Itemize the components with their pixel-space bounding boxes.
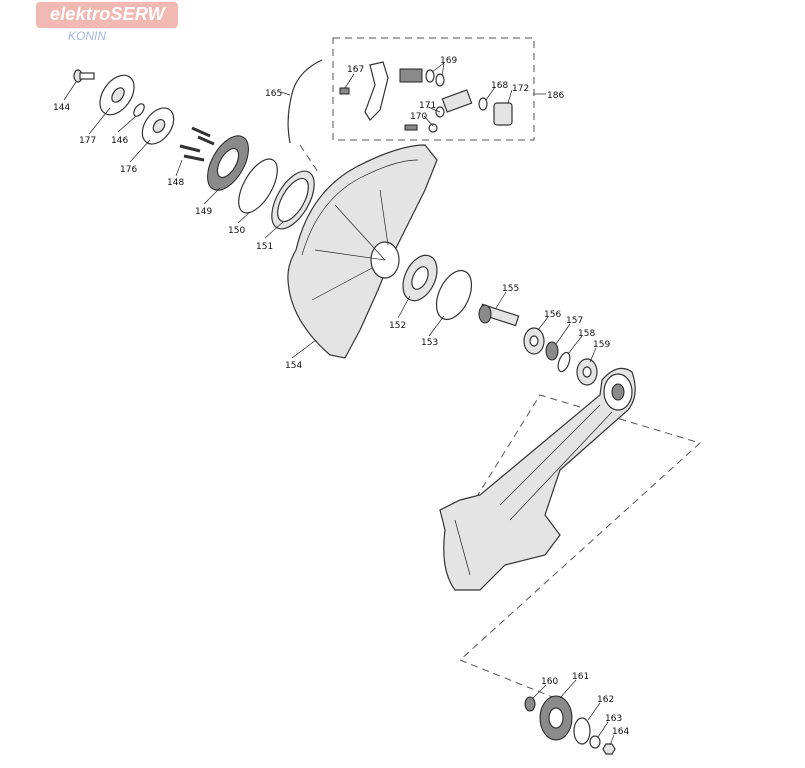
part-168-washer (478, 97, 488, 111)
label-158: 158 (578, 329, 595, 339)
label-176: 176 (120, 165, 137, 175)
label-169: 169 (440, 56, 457, 66)
label-151: 151 (256, 242, 273, 252)
part-177-flange (99, 74, 135, 116)
guide-line-wheel (459, 659, 561, 701)
part-169-spring (399, 68, 445, 87)
part-155-shaft (478, 303, 520, 327)
label-156: 156 (544, 310, 561, 320)
part-labels: 144 177 146 176 148 149 150 151 165 167 … (53, 56, 629, 737)
label-150: 150 (228, 226, 245, 236)
part-167-lever (339, 61, 389, 121)
brand-logo (36, 2, 178, 28)
label-168: 168 (491, 81, 508, 91)
label-162: 162 (597, 695, 614, 705)
label-165: 165 (265, 89, 282, 99)
part-158-circlip (557, 351, 571, 373)
part-148-bolts (179, 126, 215, 162)
part-163-washer (589, 735, 601, 749)
part-159-bearing (576, 358, 598, 386)
part-165-strip (287, 59, 323, 144)
label-164: 164 (612, 727, 629, 737)
label-177: 177 (79, 136, 96, 146)
assembly-box-186 (332, 37, 535, 141)
part-156-bearing (523, 327, 545, 355)
part-154-blade-guard (287, 144, 438, 359)
part-153-ring (435, 269, 473, 321)
part-150-ring (238, 158, 278, 214)
part-152-flange (402, 254, 438, 302)
label-154: 154 (285, 361, 302, 371)
label-167: 167 (347, 65, 364, 75)
label-152: 152 (389, 321, 406, 331)
label-171: 171 (419, 101, 436, 111)
brand-logo-city: KONIN (68, 29, 107, 43)
part-144-screw (73, 69, 95, 83)
part-157-ring (545, 341, 559, 361)
label-159: 159 (593, 340, 610, 350)
label-172: 172 (512, 84, 529, 94)
brand-logo-text: elektroSERW (50, 4, 165, 24)
guide-line-165 (299, 144, 321, 176)
part-172-cap (493, 102, 513, 126)
label-163: 163 (605, 714, 622, 724)
label-157: 157 (566, 316, 583, 326)
part-170-screw (404, 123, 438, 133)
part-164-nut (602, 743, 616, 755)
part-171-valve (435, 89, 473, 118)
guide-line-arm (459, 394, 701, 661)
part-149-plate (207, 135, 249, 191)
part-162-disc (573, 717, 591, 745)
label-148: 148 (167, 178, 184, 188)
part-160-washer (524, 696, 536, 712)
label-186: 186 (547, 91, 564, 101)
label-161: 161 (572, 672, 589, 682)
label-149: 149 (195, 207, 212, 217)
label-146: 146 (111, 136, 128, 146)
label-170: 170 (410, 112, 427, 122)
cutting-arm (439, 367, 636, 591)
part-146-ring (133, 103, 145, 117)
label-155: 155 (502, 284, 519, 294)
label-160: 160 (541, 677, 558, 687)
part-176-flange (141, 107, 175, 145)
label-144: 144 (53, 103, 70, 113)
label-153: 153 (421, 338, 438, 348)
leader-lines (63, 62, 615, 746)
part-161-wheel (539, 695, 573, 741)
